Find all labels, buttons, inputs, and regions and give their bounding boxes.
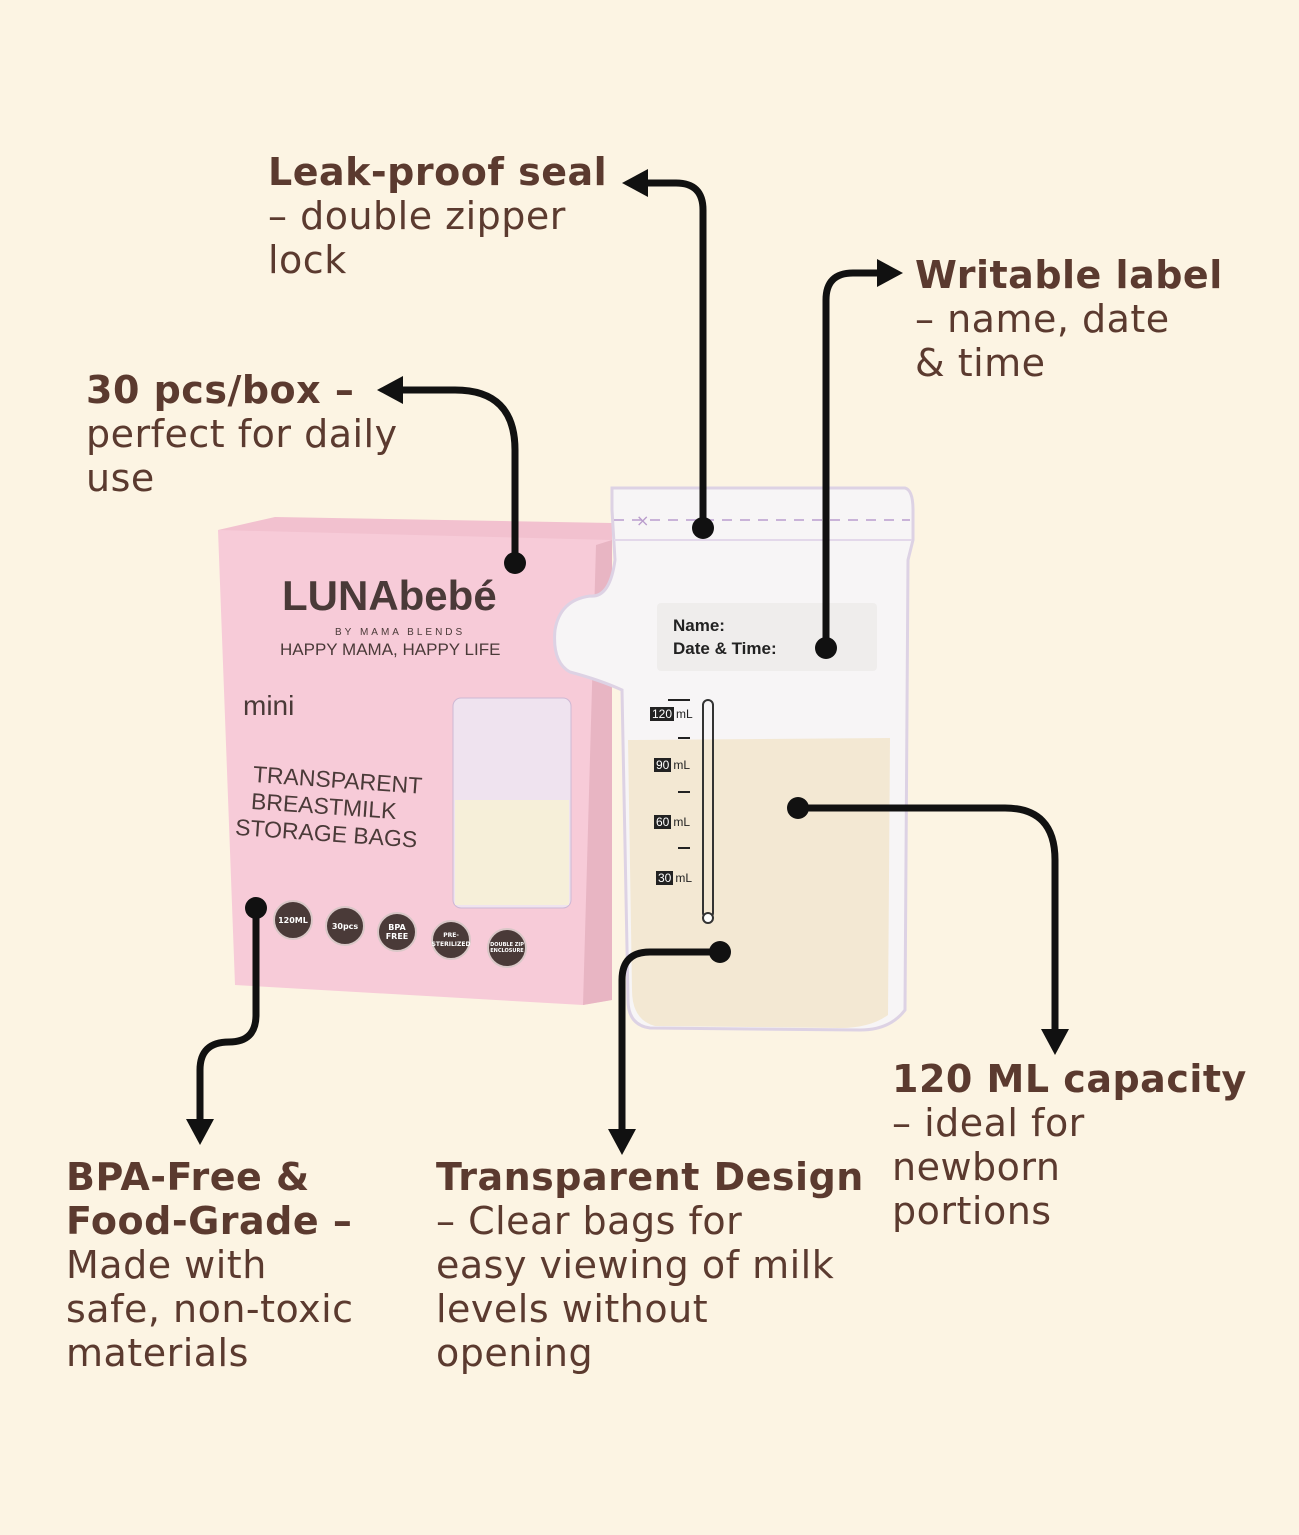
capacity-arrow xyxy=(794,804,1059,1039)
callout-desc: use xyxy=(86,456,155,500)
callout-capacity: 120 ML capacity – ideal for newborn port… xyxy=(892,1057,1247,1233)
callout-title: Transparent Design xyxy=(436,1155,864,1199)
pcs-arrow xyxy=(391,386,519,567)
callout-desc: easy viewing of milk xyxy=(436,1243,835,1287)
callout-desc: materials xyxy=(66,1331,249,1375)
callout-30-pcs: 30 pcs/box – perfect for daily use xyxy=(86,368,398,500)
callout-bpa-free: BPA-Free & Food-Grade – Made with safe, … xyxy=(66,1155,354,1375)
callout-title: Writable label xyxy=(915,253,1223,297)
badge-bpa-free: BPA FREE xyxy=(377,912,417,952)
callout-desc: opening xyxy=(436,1331,594,1375)
badge-double-zip: DOUBLE ZIP ENCLOSURE xyxy=(487,928,527,968)
callout-title: Food-Grade – xyxy=(66,1199,353,1243)
callout-desc: portions xyxy=(892,1189,1052,1233)
callout-writable-label: Writable label – name, date & time xyxy=(915,253,1223,385)
callout-desc: newborn xyxy=(892,1145,1061,1189)
mini-label: mini xyxy=(243,690,295,721)
callout-desc: perfect for daily xyxy=(86,412,398,456)
callout-desc: – ideal for xyxy=(892,1101,1085,1145)
product-name: TRANSPARENT BREASTMILK STORAGE BAGS xyxy=(234,760,423,854)
brand-byline: BY MAMA BLENDS xyxy=(335,627,466,638)
callout-title: 30 pcs/box – xyxy=(86,368,355,412)
transparent-arrow xyxy=(618,948,724,1139)
callout-title: Leak-proof seal xyxy=(268,150,608,194)
badge-120ml: 120ML xyxy=(273,900,313,940)
callout-desc: & time xyxy=(915,341,1046,385)
callout-desc: – Clear bags for xyxy=(436,1199,743,1243)
writable-arrow xyxy=(822,269,889,652)
callout-desc: – name, date xyxy=(915,297,1170,341)
callout-desc: lock xyxy=(268,238,347,282)
brand-tagline: HAPPY MAMA, HAPPY LIFE xyxy=(280,640,501,659)
bag-date-label: Date & Time: xyxy=(673,639,777,658)
badge-pre-sterilized: PRE-STERILIZED xyxy=(431,920,471,960)
tear-mark-icon: × xyxy=(636,511,649,530)
badge-30pcs: 30pcs xyxy=(325,906,365,946)
callout-transparent-design: Transparent Design – Clear bags for easy… xyxy=(436,1155,864,1375)
leak-proof-arrow xyxy=(636,179,707,532)
callout-leak-proof: Leak-proof seal – double zipper lock xyxy=(268,150,607,282)
bag-name-label: Name: xyxy=(673,616,725,635)
product-box xyxy=(218,517,612,1005)
callout-desc: levels without xyxy=(436,1287,709,1331)
callout-title: BPA-Free & xyxy=(66,1155,310,1199)
callout-title: 120 ML capacity xyxy=(892,1057,1247,1101)
callout-desc: safe, non-toxic xyxy=(66,1287,354,1331)
bpa-arrow xyxy=(196,904,260,1129)
callout-desc: Made with xyxy=(66,1243,267,1287)
brand-logo: LUNAbebé xyxy=(282,572,497,619)
callout-desc: – double zipper xyxy=(268,194,566,238)
